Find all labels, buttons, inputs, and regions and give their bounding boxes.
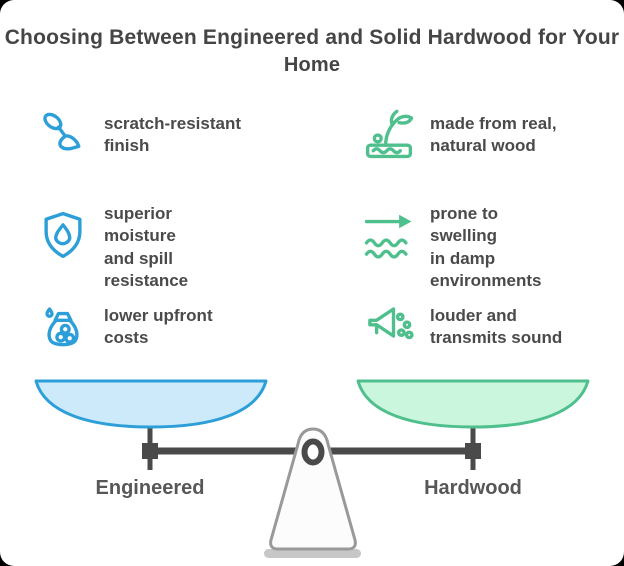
pan-label-right: Hardwood <box>424 477 522 499</box>
feature-left-2-text: superior moisture and spill resistance <box>104 204 189 291</box>
waves-arrow-icon <box>362 208 416 262</box>
feature-right-3: louder and transmits sound <box>362 300 624 354</box>
shield-droplet-icon <box>36 208 90 262</box>
scale-pan-left <box>34 379 268 429</box>
feature-right-2: prone to swelling in damp environments <box>362 198 624 293</box>
pan-label-left: Engineered <box>95 477 205 499</box>
megaphone-icon <box>362 300 416 354</box>
feature-left-3-text: lower upfront costs <box>104 306 213 348</box>
sprout-icon <box>362 108 416 162</box>
page-title-line2: Home <box>283 54 341 76</box>
paintbrush-icon <box>36 108 90 162</box>
scale-fulcrum <box>264 427 361 558</box>
feature-right-2-text: prone to swelling in damp environments <box>430 204 542 291</box>
feature-right-1-text: made from real, natural wood <box>430 114 557 156</box>
feature-left-2: superior moisture and spill resistance <box>36 198 306 293</box>
feature-left-1-text: scratch-resistant finish <box>104 114 242 156</box>
scale-pan-right <box>356 379 590 429</box>
feature-right-1: made from real, natural wood <box>362 108 624 162</box>
feature-right-3-text: louder and transmits sound <box>430 306 563 348</box>
feature-left-1: scratch-resistant finish <box>36 108 306 162</box>
page-title: Choosing Between Engineered and Solid Ha… <box>4 26 620 49</box>
feature-left-3: lower upfront costs <box>36 300 306 354</box>
money-bag-icon <box>36 300 90 354</box>
